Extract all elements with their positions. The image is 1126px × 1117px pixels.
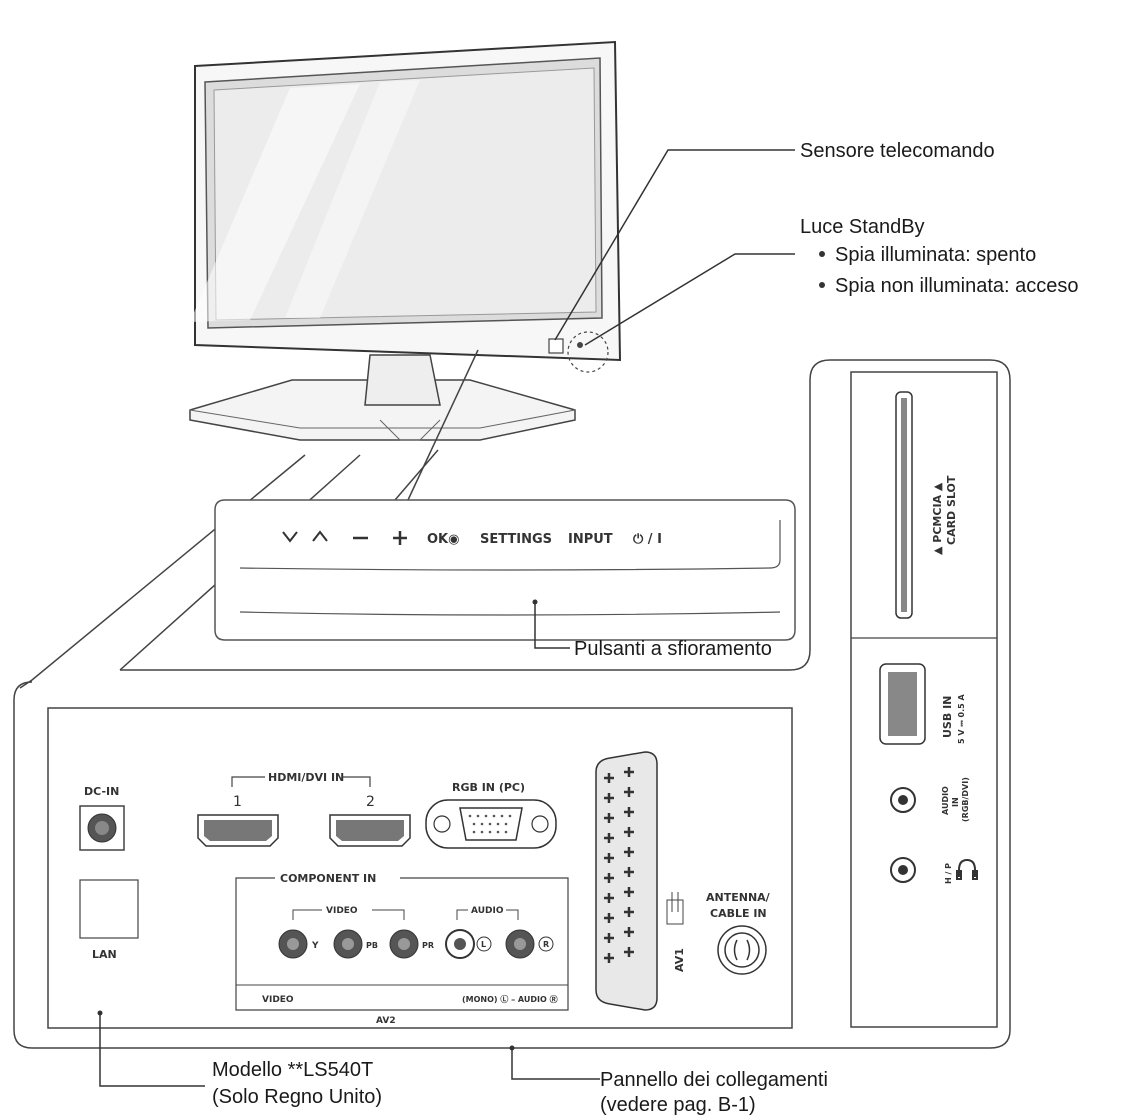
channel-up-icon[interactable] [312,530,328,542]
mono-audio-label: (MONO) Ⓛ – AUDIO Ⓡ [462,994,558,1004]
audio-group-label: AUDIO [471,906,504,916]
hdmi-title: HDMI/DVI IN [268,771,344,784]
callout-remote-sensor: Sensore telecomando [800,140,995,162]
leader-model [99,1013,205,1087]
pcmcia-label-line1: ▲ PCMCIA ▲ [931,482,944,555]
r-label: R [543,940,549,949]
callout-standby-on: Spia illuminata: spento [835,244,1036,266]
usb-label: USB IN [941,696,954,738]
leader-remote-sensor [554,149,795,341]
callout-panel-line1: Pannello dei collegamenti [600,1069,828,1091]
ok-button[interactable]: OK◉ [427,532,459,547]
usb-rating: 5 V ⎓ 0.5 A [957,694,966,744]
callout-panel-line2: (vedere pag. B-1) [600,1094,756,1116]
leader-panel [511,1048,600,1080]
hdmi-2-label: 2 [366,794,375,810]
audio-in-jack[interactable] [890,787,916,813]
tv-front [189,40,622,441]
component-pr-jack[interactable] [389,929,419,959]
audio-in-label-line1: AUDIO [941,786,950,815]
hp-label: H / P [944,863,953,884]
av1-signal-icon [666,892,684,925]
headphone-icon [956,858,978,880]
component-in-label: COMPONENT IN [280,872,376,885]
av2-label: AV2 [376,1016,396,1026]
callout-standby-title: Luce StandBy [800,216,925,238]
callout-model-line2: (Solo Regno Unito) [212,1086,382,1108]
side-panel: ▲ PCMCIA ▲ CARD SLOT USB IN 5 V ⎓ 0.5 A … [850,371,998,1028]
hdmi-1-label: 1 [233,794,242,810]
volume-up-icon[interactable] [393,531,407,545]
leader-touch-buttons [534,602,570,649]
audio-in-label-line3: (RGB/DVI) [961,777,970,822]
rear-panel: DC-IN LAN HDMI/DVI IN 1 2 RGB IN (PC) [47,707,793,1029]
antenna-port[interactable] [717,925,767,975]
bullet-icon [819,251,825,257]
rgb-in-label: RGB IN (PC) [452,781,525,794]
antenna-label-line1: ANTENNA/ [706,891,771,904]
settings-button[interactable]: SETTINGS [480,532,552,547]
usb-port[interactable] [879,663,926,745]
component-y-jack[interactable] [278,929,308,959]
y-label: Y [311,941,319,951]
bullet-icon [819,282,825,288]
callout-standby-off: Spia non illuminata: acceso [835,275,1078,297]
pb-label: PB [366,941,378,950]
touch-button-panel: OK◉ SETTINGS INPUT ⏻ / I [214,499,796,641]
lan-port[interactable] [79,879,139,939]
component-pb-jack[interactable] [333,929,363,959]
dc-in-port[interactable] [79,805,125,851]
audio-l-jack[interactable] [445,929,475,959]
video-bottom-label: VIDEO [262,995,294,1005]
dc-in-label: DC-IN [84,785,119,798]
callout-model-line1: Modello **LS540T [212,1059,373,1081]
headphone-jack[interactable] [890,857,916,883]
l-label: L [481,940,486,949]
input-button[interactable]: INPUT [568,532,613,547]
pr-label: PR [422,941,434,950]
channel-down-icon[interactable] [282,531,298,543]
lan-label: LAN [92,948,117,961]
video-group-label: VIDEO [326,906,358,916]
pcmcia-slot[interactable] [895,391,913,619]
audio-in-label-line2: IN [951,797,960,807]
av1-label: AV1 [673,948,686,972]
scart-av1-port[interactable] [595,751,658,1011]
antenna-label-line2: CABLE IN [710,907,767,920]
pcmcia-label-line2: CARD SLOT [945,475,958,545]
rgb-in-port[interactable] [425,799,557,849]
hdmi-1-port[interactable] [197,814,279,847]
callout-touch-buttons: Pulsanti a sfioramento [574,638,772,660]
audio-r-jack[interactable] [505,929,535,959]
power-button[interactable]: ⏻ / I [633,532,662,547]
hdmi-2-port[interactable] [329,814,411,847]
leader-standby [584,253,795,346]
